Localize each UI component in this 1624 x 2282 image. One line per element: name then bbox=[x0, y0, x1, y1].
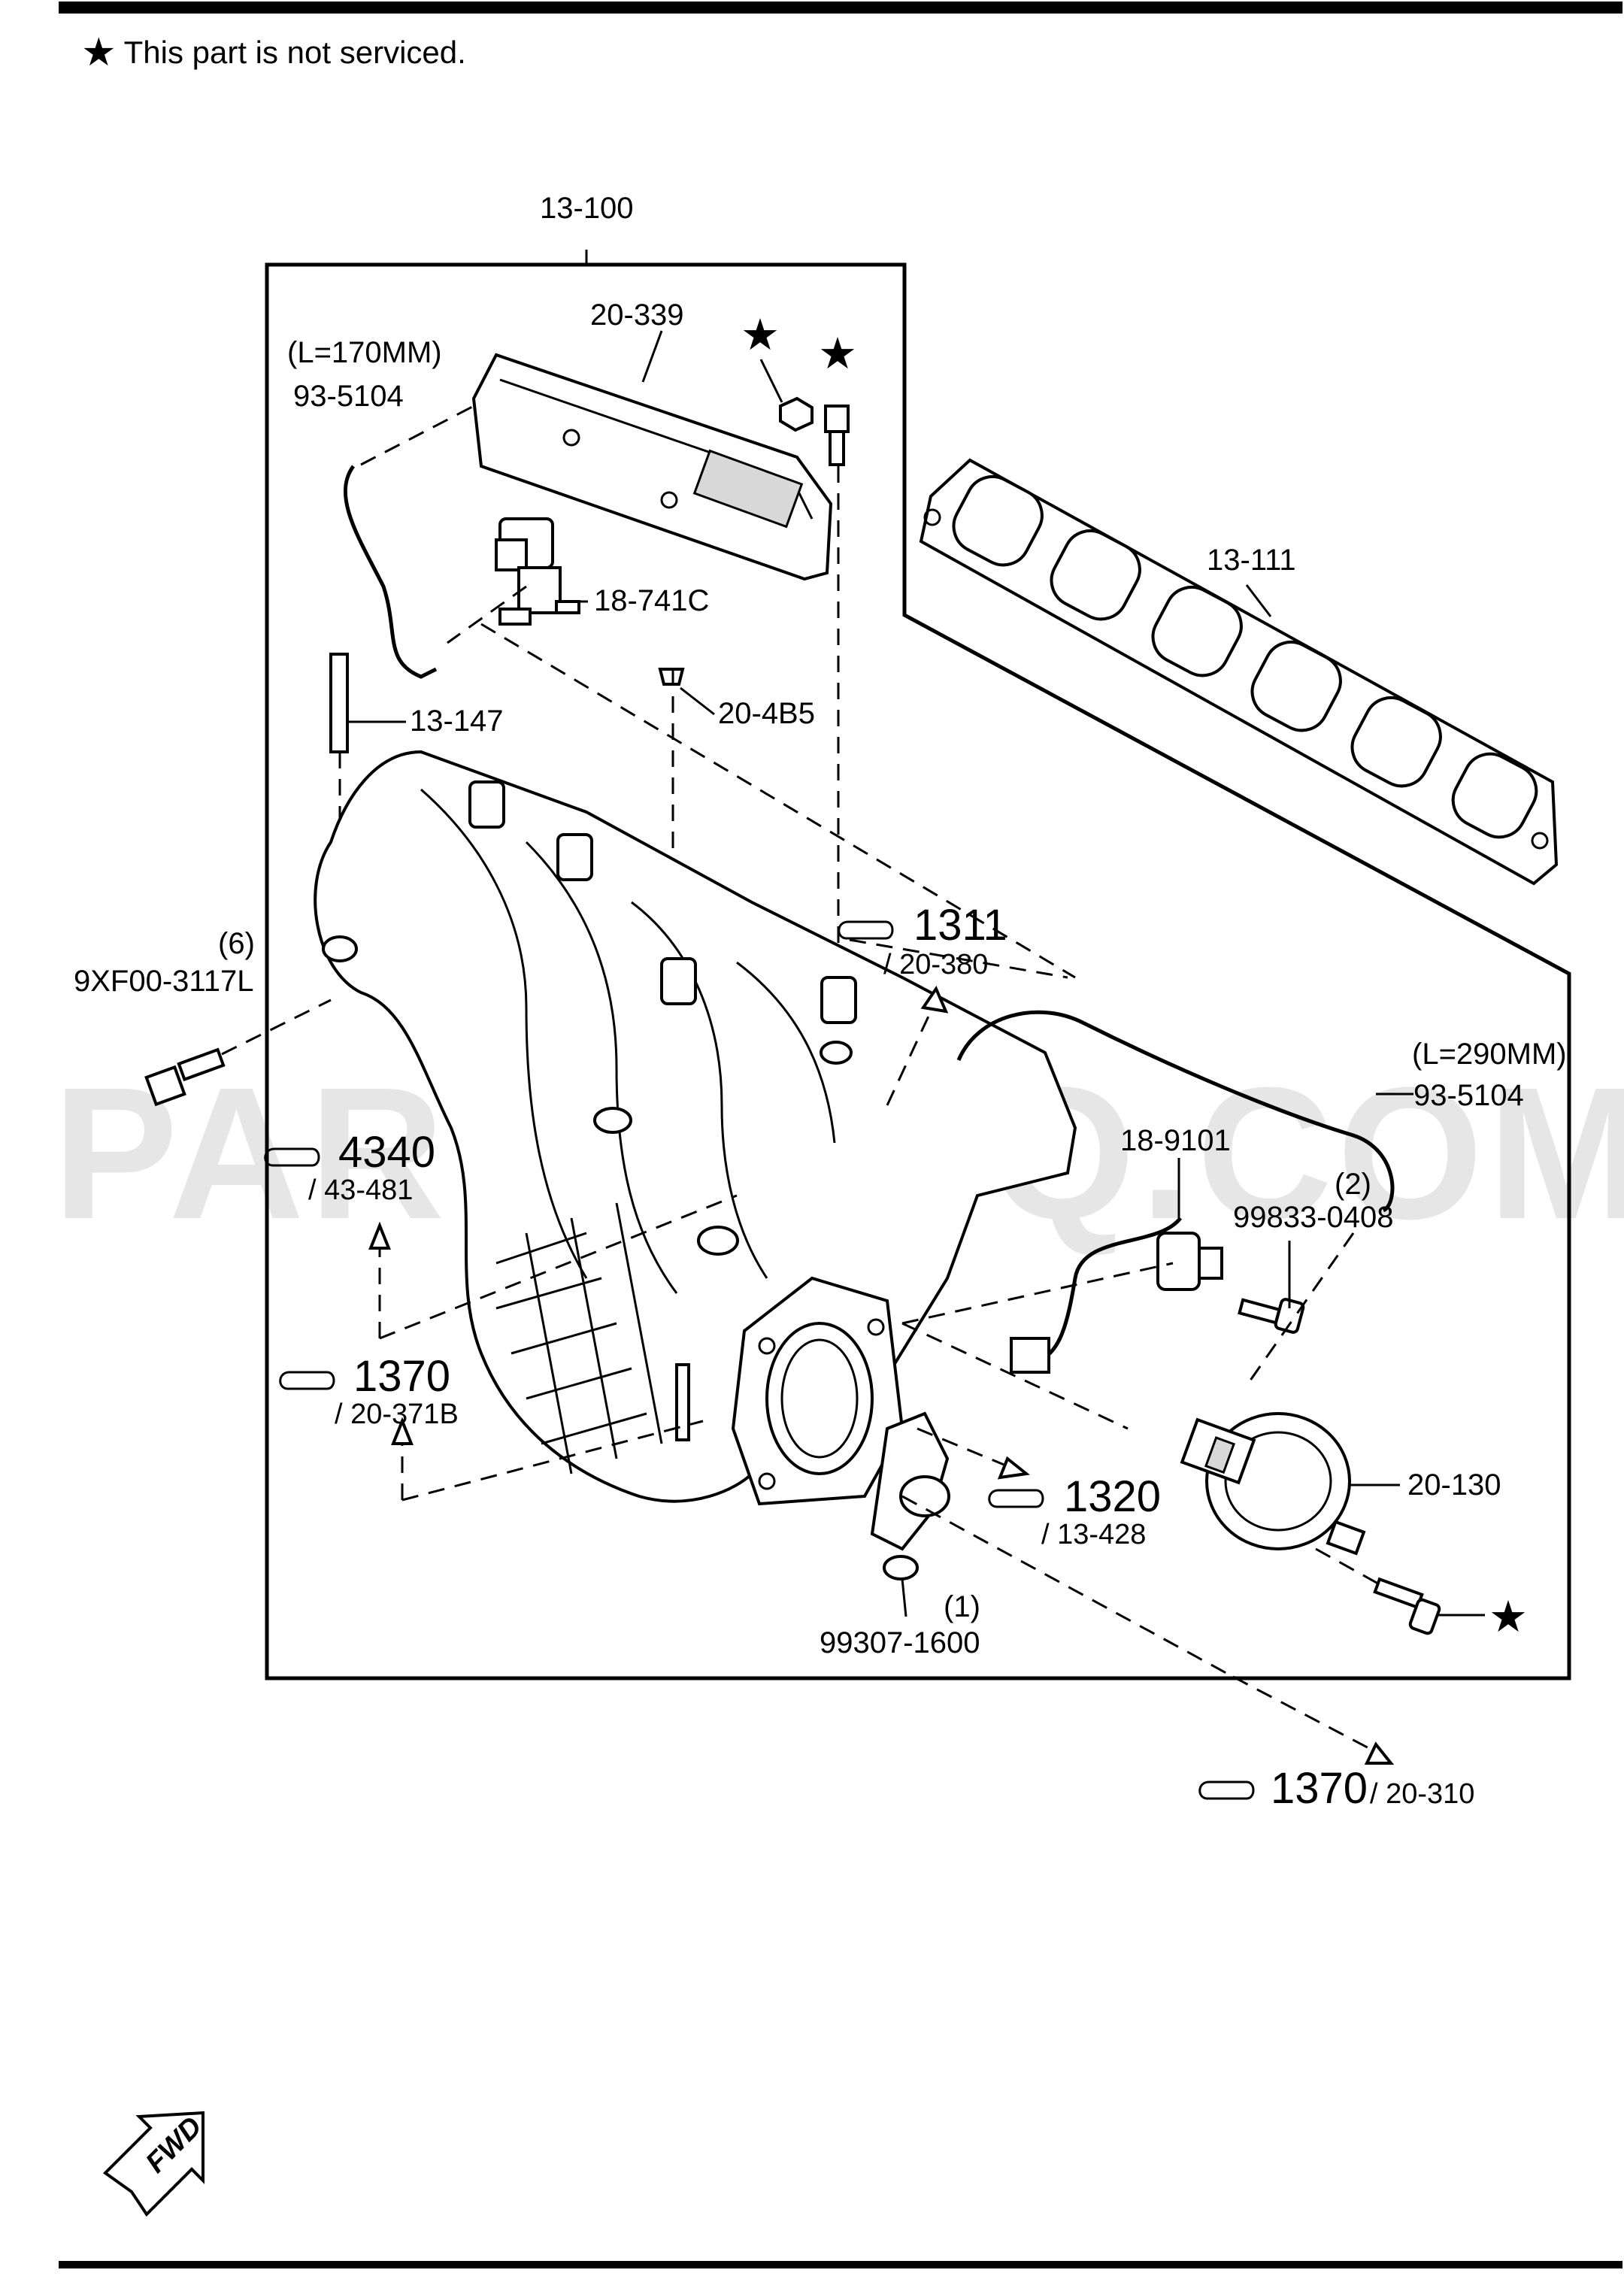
dash-actuator bbox=[1315, 1547, 1384, 1588]
dash-sensor bbox=[901, 1262, 1174, 1430]
ref-1320-number: 1320 bbox=[1064, 1472, 1161, 1521]
screw bbox=[1238, 1298, 1305, 1334]
dash-ref-1311 bbox=[886, 999, 938, 1106]
nut-leader bbox=[759, 359, 783, 403]
throttle-body bbox=[675, 1276, 950, 1551]
o-ring-leader bbox=[901, 1578, 907, 1617]
label-99833-0408: 99833-0408 bbox=[1233, 1201, 1394, 1234]
label-13-100: 13-100 bbox=[540, 192, 634, 225]
pointing-hand-icon bbox=[279, 1371, 335, 1390]
cover-bolt bbox=[824, 405, 850, 466]
seal-leader bbox=[680, 686, 715, 716]
gasket-leader bbox=[1245, 584, 1272, 617]
sensor-18-9101 bbox=[1010, 1217, 1223, 1374]
hose-short bbox=[344, 465, 438, 679]
actuator-20-130 bbox=[1180, 1412, 1366, 1556]
label-bolt-qty: (6) bbox=[218, 927, 255, 960]
star-icon: ★ bbox=[81, 31, 117, 74]
label-hose-length-1: (L=170MM) bbox=[287, 336, 442, 369]
manifold-bolt bbox=[144, 1047, 226, 1107]
label-13-147: 13-147 bbox=[410, 705, 504, 738]
ref-1370-b-sub: / 20-310 bbox=[1370, 1778, 1474, 1810]
dash-ref-4340 bbox=[378, 1194, 738, 1340]
ref-1370-a[interactable]: 1370 / 20-371B bbox=[279, 1352, 459, 1430]
ref-1370-a-sub: / 20-371B bbox=[335, 1399, 459, 1430]
dash-ref-1370a bbox=[401, 1420, 704, 1502]
star-icon: ★ bbox=[818, 329, 857, 378]
cover-leader bbox=[641, 330, 663, 383]
cover-20-339 bbox=[471, 353, 833, 581]
bottom-rule bbox=[59, 2261, 1622, 2268]
ref-1320[interactable]: 1320 / 13-428 bbox=[988, 1472, 1161, 1550]
label-18-741c: 18-741C bbox=[594, 584, 709, 617]
label-9xf00-3117l: 9XF00-3117L bbox=[74, 965, 253, 998]
arrow-ref-1370a bbox=[391, 1417, 414, 1445]
label-18-9101: 18-9101 bbox=[1120, 1124, 1231, 1157]
dash-ref-1370b-b bbox=[1232, 1675, 1377, 1753]
arrow-ref-4340 bbox=[368, 1221, 391, 1250]
hose-long bbox=[956, 1010, 1395, 1213]
label-93-5104-b: 93-5104 bbox=[1413, 1079, 1524, 1112]
seal bbox=[658, 668, 685, 686]
pointing-hand-icon bbox=[988, 1489, 1044, 1508]
o-ring bbox=[883, 1555, 919, 1580]
dash-solenoid-2 bbox=[447, 585, 527, 644]
pointing-hand-icon bbox=[264, 1147, 320, 1167]
hose-dash bbox=[360, 405, 474, 466]
note-text: This part is not serviced. bbox=[123, 35, 466, 70]
top-rule bbox=[59, 2, 1622, 14]
ref-1311-number: 1311 bbox=[914, 901, 1007, 950]
label-20-130: 20-130 bbox=[1407, 1468, 1501, 1502]
label-20-339: 20-339 bbox=[590, 299, 684, 332]
label-screw-qty: (2) bbox=[1335, 1168, 1371, 1201]
ref-1370-b-number: 1370 bbox=[1271, 1764, 1368, 1813]
nut bbox=[779, 396, 814, 432]
pointing-hand-icon bbox=[1198, 1780, 1255, 1800]
arrow-ref-1370b bbox=[1364, 1741, 1395, 1765]
dash-ref-1370b-a bbox=[901, 1495, 1234, 1678]
ref-1311[interactable]: 1311 / 20-380 bbox=[838, 901, 1007, 980]
bolt-dash bbox=[221, 999, 332, 1056]
solenoid-18-741c bbox=[495, 517, 580, 626]
ref-4340-sub: / 43-481 bbox=[308, 1174, 413, 1206]
stud bbox=[329, 653, 349, 753]
ref-4340-number: 4340 bbox=[338, 1128, 435, 1177]
ref-1370-a-number: 1370 bbox=[353, 1352, 450, 1401]
not-serviced-note: ★ This part is not serviced. bbox=[81, 33, 466, 72]
gasket-13-111 bbox=[919, 458, 1559, 886]
ref-1320-sub: / 13-428 bbox=[1041, 1519, 1146, 1550]
star-icon: ★ bbox=[741, 311, 780, 359]
arrow-ref-1320 bbox=[997, 1456, 1030, 1480]
label-13-111: 13-111 bbox=[1207, 544, 1296, 577]
dash-solenoid bbox=[480, 623, 1076, 979]
label-20-4b5: 20-4B5 bbox=[718, 697, 815, 730]
fwd-arrow-icon: FWD bbox=[102, 2111, 208, 2217]
ref-4340[interactable]: 4340 / 43-481 bbox=[264, 1128, 435, 1206]
ref-1311-sub: / 20-380 bbox=[883, 949, 988, 980]
ref-1370-b[interactable]: 1370 / 20-310 bbox=[1198, 1764, 1475, 1813]
assembly-frame bbox=[265, 262, 1571, 1680]
arrow-ref-1311 bbox=[920, 985, 949, 1014]
dash-ref-1311-b bbox=[849, 938, 1068, 979]
dash-ref-1320 bbox=[917, 1427, 1008, 1468]
label-93-5104-a: 93-5104 bbox=[293, 380, 404, 413]
label-oring-qty: (1) bbox=[944, 1590, 980, 1623]
dash-screw bbox=[1247, 1232, 1355, 1384]
label-hose-length-2: (L=290MM) bbox=[1412, 1038, 1567, 1071]
label-99307-1600: 99307-1600 bbox=[820, 1626, 980, 1659]
actuator-screw bbox=[1373, 1577, 1441, 1635]
pointing-hand-icon bbox=[838, 920, 894, 940]
star-icon: ★ bbox=[1489, 1593, 1528, 1641]
